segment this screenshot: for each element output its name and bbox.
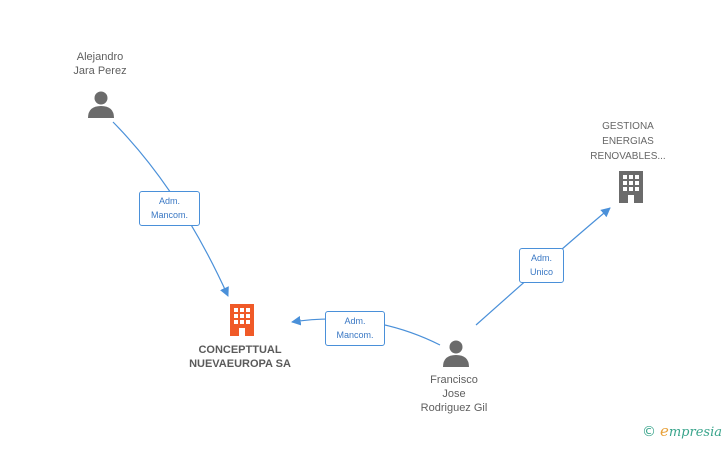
node-francisco-label[interactable]: Francisco Jose Rodriguez Gil (402, 373, 506, 415)
node-conceptual-label[interactable]: CONCEPTTUAL NUEVAEUROPA SA (172, 343, 308, 371)
edge-label-line: Mancom. (336, 330, 374, 340)
brand-logo-text: mpresia (668, 425, 722, 440)
edge-label-line: Adm. (158, 196, 180, 206)
node-label-line: ENERGIAS (602, 136, 654, 147)
node-label-line: Francisco (430, 374, 478, 386)
building-icon[interactable] (226, 303, 258, 337)
edge-label-francisco-gestiona[interactable]: Adm. Unico (519, 248, 564, 283)
node-alejandro-label[interactable]: Alejandro Jara Perez (48, 50, 152, 78)
person-icon[interactable] (441, 338, 471, 368)
node-label-line: CONCEPTTUAL (198, 344, 282, 356)
building-icon[interactable] (615, 170, 647, 204)
edge-label-line: Adm. (344, 316, 366, 326)
brand-logo-initial: e (659, 422, 669, 440)
edge-label-francisco-conceptual[interactable]: Adm. Mancom. (325, 311, 385, 346)
edge-label-line: Adm. (530, 253, 552, 263)
node-label-line: Rodriguez Gil (420, 402, 488, 414)
node-label-line: RENOVABLES... (590, 151, 666, 162)
copyright-symbol: © (641, 424, 656, 440)
node-label-line: Jara Perez (73, 65, 127, 77)
edge-label-line: Mancom. (150, 210, 188, 220)
node-label-line: Alejandro (76, 51, 124, 63)
edge-label-alejandro-conceptual[interactable]: Adm. Mancom. (139, 191, 200, 226)
brand-footer[interactable]: ©empresia (642, 422, 722, 440)
person-icon[interactable] (86, 89, 116, 119)
node-label-line: GESTIONA (602, 121, 654, 132)
node-label-line: NUEVAEUROPA SA (189, 358, 291, 370)
node-label-line: Jose (442, 388, 466, 400)
node-gestiona-label[interactable]: GESTIONA ENERGIAS RENOVABLES... (576, 119, 680, 164)
edge-label-line: Unico (529, 267, 553, 277)
